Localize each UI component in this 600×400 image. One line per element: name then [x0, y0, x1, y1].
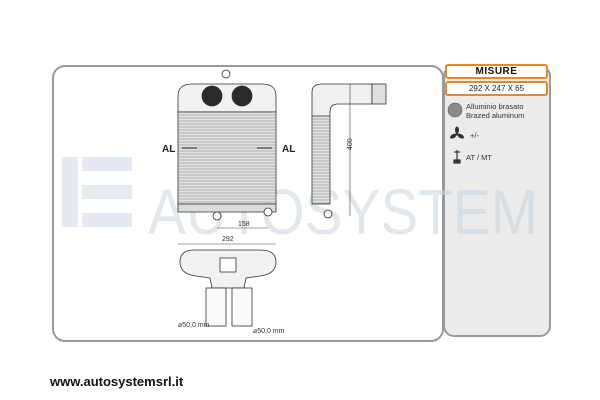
pipe-diameter-label-2: ⌀50,0 mm: [253, 328, 285, 335]
front-view: [177, 69, 277, 221]
side-fin-lines: [312, 118, 330, 204]
dim-158-label: 158: [238, 221, 250, 228]
bottom-tank: [177, 203, 277, 213]
fin-lines: [178, 114, 276, 203]
fan-label: +/-: [470, 131, 479, 140]
dim-400-label: 400: [347, 138, 354, 150]
inlet-port-left: [201, 85, 223, 107]
mount-bottom-left: [212, 211, 222, 221]
inlet-port-right: [231, 85, 253, 107]
outlet-pipe-right: [231, 287, 253, 327]
side-mount-bottom: [323, 209, 333, 219]
watermark-logo-block-1: [62, 157, 78, 227]
mount-top: [221, 69, 231, 79]
side-view: [311, 83, 387, 219]
watermark-logo-block-2: [82, 157, 132, 171]
top-view-center-clip: [219, 257, 237, 273]
dim-292-label: 292: [222, 236, 234, 243]
material-label-it: Alluminio brasato: [466, 102, 524, 111]
misure-title: MISURE: [445, 64, 548, 79]
top-tank: [177, 83, 277, 113]
al-label-right: AL: [282, 144, 295, 155]
mount-bottom-right: [263, 207, 273, 217]
pipe-diameter-label-1: ⌀50,0 mm: [178, 322, 210, 329]
fin-core: [177, 111, 277, 205]
watermark-logo-block-3: [82, 185, 132, 199]
dimensions-value: 292 X 247 X 65: [445, 81, 548, 96]
website-link[interactable]: www.autosystemsrl.it: [50, 374, 184, 389]
fan-icon: [450, 126, 464, 139]
dimension-lines: [178, 227, 276, 245]
material-label-en: Brazed aluminum: [466, 111, 525, 120]
al-label-left: AL: [162, 144, 175, 155]
top-view: [179, 249, 277, 327]
outlet-pipe-left: [205, 287, 227, 327]
transmission-label: AT / MT: [466, 153, 492, 162]
side-inlet-end: [371, 83, 387, 105]
watermark-logo-block-4: [82, 213, 132, 227]
material-swatch: [447, 102, 463, 118]
gear-shift-icon: [453, 150, 461, 164]
